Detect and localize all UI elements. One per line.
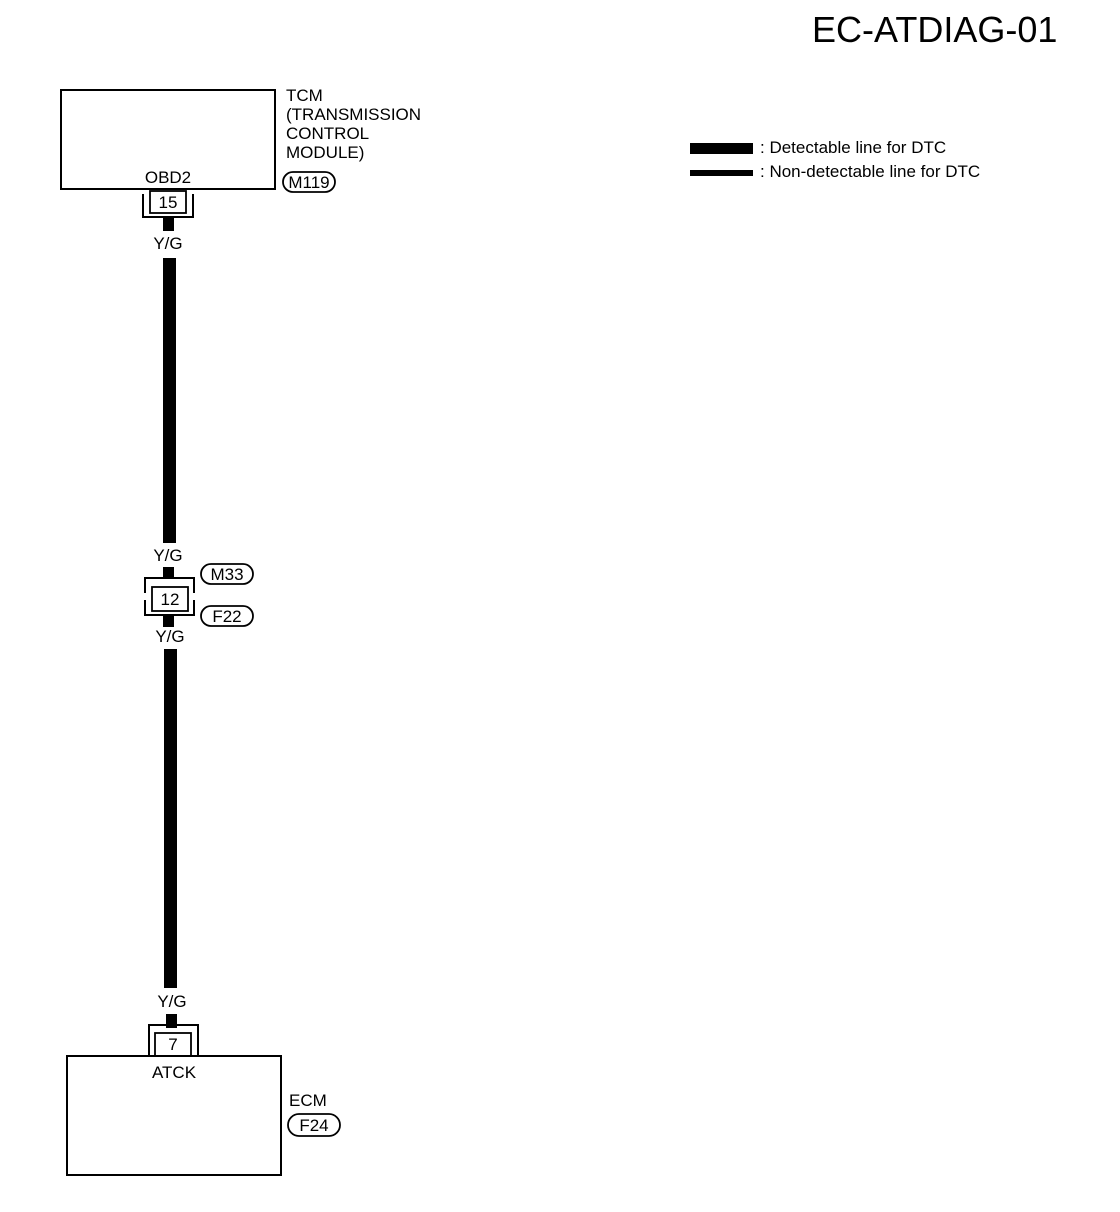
tcm-terminal-label: OBD2 <box>145 168 191 187</box>
joint-terminal-number: 12 <box>161 590 180 609</box>
legend-non-detectable-label: : Non-detectable line for DTC <box>760 162 980 181</box>
wire-color-code: Y/G <box>153 546 182 565</box>
legend: : Detectable line for DTC : Non-detectab… <box>690 138 980 181</box>
ecm-module: 7 ATCK ECM F24 <box>66 1024 341 1176</box>
tcm-connector-badge <box>282 171 336 193</box>
joint-connector-lower-badge <box>200 605 254 627</box>
joint-connector-lower-id: F22 <box>212 607 241 626</box>
tcm-name-line-1: TCM <box>286 86 323 105</box>
wire-color-code: Y/G <box>155 627 184 646</box>
wire-color-code: Y/G <box>157 992 186 1011</box>
legend-detectable-label: : Detectable line for DTC <box>760 138 946 157</box>
ecm-connector-id: F24 <box>299 1116 328 1135</box>
diagram-id: EC-ATDIAG-01 <box>812 9 1057 50</box>
tcm-box <box>60 89 276 190</box>
tcm-name-line-4: MODULE) <box>286 143 364 162</box>
joint-terminal-box <box>151 586 189 612</box>
ecm-box <box>66 1055 282 1176</box>
ecm-terminal-bracket <box>148 1024 199 1055</box>
ecm-terminal-label: ATCK <box>152 1063 197 1082</box>
ecm-connector-badge <box>287 1113 341 1137</box>
tcm-terminal-box <box>149 190 187 214</box>
joint-connector-upper-id: M33 <box>210 565 243 584</box>
wire-stub-joint-top <box>163 567 174 579</box>
wire-line <box>164 649 177 988</box>
legend-detectable-swatch <box>690 143 753 154</box>
wire-line <box>163 258 176 543</box>
wire-stub-ecm <box>166 1014 177 1028</box>
tcm-module: TCM (TRANSMISSION CONTROL MODULE) M119 O… <box>60 86 421 218</box>
ecm-terminal-number: 7 <box>168 1035 177 1054</box>
legend-non-detectable-swatch <box>690 170 753 176</box>
tcm-name-line-3: CONTROL <box>286 124 369 143</box>
wire-segment-upper: Y/G Y/G <box>153 217 183 579</box>
wire-stub-tcm <box>163 217 174 231</box>
tcm-connector-id: M119 <box>288 173 329 192</box>
wire-segment-lower: Y/G Y/G <box>155 615 187 1028</box>
joint-connector-upper-badge <box>200 563 254 585</box>
wire-color-code: Y/G <box>153 234 182 253</box>
ecm-name: ECM <box>289 1091 327 1110</box>
tcm-terminal-number: 15 <box>159 193 178 212</box>
joint-bracket-top <box>144 577 195 593</box>
joint-connector: 12 M33 F22 <box>144 563 254 627</box>
wire-stub-joint-bottom <box>163 615 174 627</box>
tcm-name-line-2: (TRANSMISSION <box>286 105 421 124</box>
